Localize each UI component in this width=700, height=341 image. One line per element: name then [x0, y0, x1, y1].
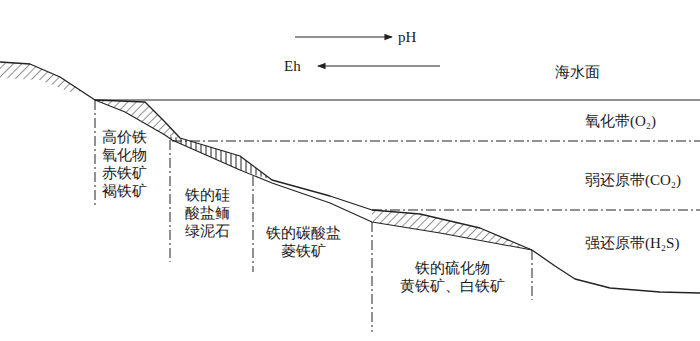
zone-label: 氧化带(O₂): [585, 112, 656, 130]
land-hatch: [0, 62, 82, 92]
eh-arrow: [318, 65, 440, 66]
facies-label: 高价铁氧化物: [100, 128, 147, 164]
axis-label: pH: [398, 28, 416, 46]
seafloor-surface: [0, 62, 700, 293]
zone-boundary: [172, 141, 700, 142]
sulfide-deposit: [372, 210, 532, 250]
facies-divider: [532, 250, 533, 300]
zone-label: 强还原带(H₂S): [585, 234, 679, 252]
sea-level-label: 海水面: [555, 63, 600, 81]
sea-surface-line: [95, 99, 700, 100]
facies-divider: [170, 140, 171, 262]
zone-label: 弱还原带(CO₂): [585, 171, 681, 189]
facies-label: 铁的碳酸盐: [266, 224, 341, 242]
mineral-label: 菱铁矿: [281, 242, 326, 260]
facies-label: 铁的硅酸盐鲕绿泥石: [183, 186, 230, 240]
facies-divider: [253, 176, 254, 272]
mineral-label: 黄铁矿、白铁矿: [400, 277, 505, 295]
facies-label: 铁的硫化物: [415, 259, 490, 277]
substrate-line: [95, 100, 532, 250]
facies-divider: [372, 222, 373, 332]
facies-divider: [95, 100, 96, 205]
axis-label: Eh: [284, 57, 301, 75]
mineral-label: 赤铁矿 褐铁矿: [100, 164, 147, 200]
ph-arrow: [295, 36, 392, 37]
zone-boundary: [372, 210, 700, 211]
silicate-deposit: [168, 136, 272, 180]
